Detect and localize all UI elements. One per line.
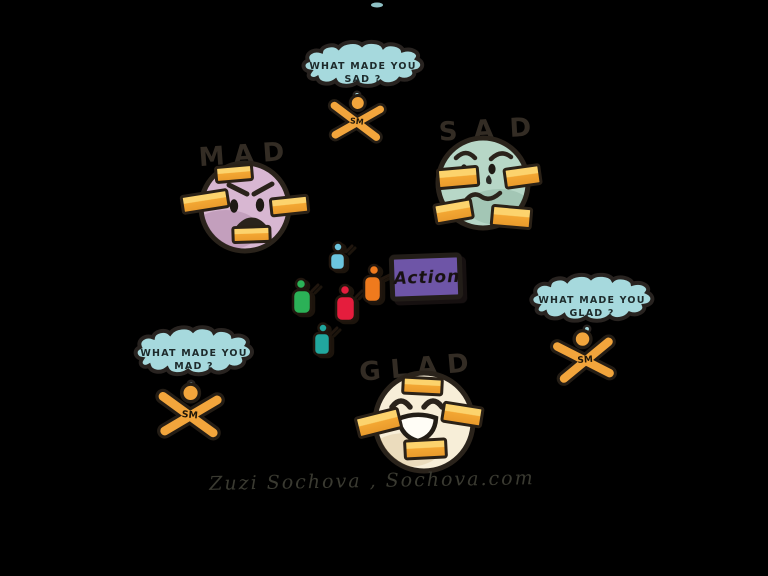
scrum-master-figure-right: SM <box>556 329 611 379</box>
eyebrow-right <box>488 151 514 162</box>
sticky-note <box>403 437 448 461</box>
eye-left <box>389 398 413 410</box>
sm-label: SM <box>181 409 198 421</box>
cloud-glad-line1: WHAT MADE YOU <box>538 295 645 306</box>
sticky-note <box>432 197 475 226</box>
cloud-mad-line1: WHAT MADE YOU <box>140 348 247 359</box>
eye-right <box>488 163 496 175</box>
cloud-glad-line2: GLAD ? <box>569 308 614 319</box>
sticky-note <box>214 163 254 184</box>
scrum-master-figure-top: SM <box>331 93 381 139</box>
sticky-note <box>435 164 481 191</box>
eye-right <box>421 398 445 410</box>
eye-right <box>255 198 265 212</box>
eyebrow-left <box>453 150 478 161</box>
sticky-note <box>179 188 231 215</box>
eye-left <box>229 199 239 213</box>
team-member-figure <box>312 322 339 357</box>
mouth-smile <box>395 412 439 444</box>
sticky-note <box>268 193 311 218</box>
team-group <box>291 241 398 357</box>
cloud-sad-line1: WHAT MADE YOU <box>309 61 416 72</box>
scrum-master-figure-left: SM <box>160 382 218 436</box>
face-mad: MAD <box>179 137 311 254</box>
tear-drop <box>486 175 492 185</box>
action-board-panel <box>388 252 464 302</box>
sticky-note <box>502 163 543 190</box>
sticky-note <box>231 224 272 245</box>
face-sad: SAD <box>432 112 548 231</box>
cloud-mad-line2: MAD ? <box>174 361 214 372</box>
face-glad: GLAD <box>354 348 485 474</box>
team-member-figure <box>334 283 364 323</box>
sm-label: SM <box>350 116 365 126</box>
eyebrow-left <box>226 182 250 197</box>
cloud-sad-line2: SAD ? <box>345 74 382 85</box>
sticky-note <box>489 204 534 231</box>
mouth-frown <box>464 190 503 202</box>
action-board-label: Action <box>391 267 460 289</box>
presenter-figure <box>362 263 398 304</box>
stray-mark <box>371 2 383 8</box>
team-member-figure <box>328 241 354 272</box>
sticky-note <box>354 406 403 439</box>
sm-label: SM <box>577 355 593 366</box>
action-board: Action <box>388 252 464 302</box>
team-member-figure <box>291 277 320 316</box>
sticky-note <box>401 375 444 397</box>
eyebrow-right <box>251 181 275 197</box>
sticky-note <box>440 400 485 429</box>
